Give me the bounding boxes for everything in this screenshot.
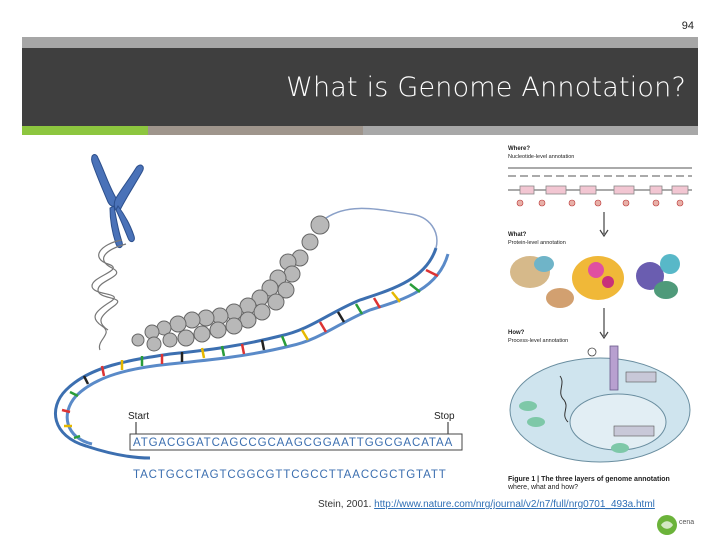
header-top-strip xyxy=(22,37,698,48)
cell-diagram xyxy=(509,345,691,463)
gene-markers xyxy=(516,199,684,207)
nucleosome-beads xyxy=(131,215,330,352)
panel3-sub: Process-level annotation xyxy=(508,338,568,344)
annotation-layers-figure: Where? Nucleotide-level annotation What?… xyxy=(508,146,692,463)
accent-bar-gray-right xyxy=(363,126,698,135)
accent-bar-gray xyxy=(148,126,363,135)
page-number: 94 xyxy=(681,20,694,32)
citation-text: Stein, 2001. xyxy=(318,499,375,510)
nucleotide-track xyxy=(508,167,692,191)
panel2-title: What? xyxy=(508,232,527,238)
panel1-title: Where? xyxy=(508,146,530,152)
coiled-fiber xyxy=(91,239,127,351)
chromosome-icon xyxy=(91,154,144,249)
arrow-down-icon-2 xyxy=(599,308,609,340)
stop-label: Stop xyxy=(434,411,455,422)
dna-thread xyxy=(325,207,438,249)
accent-bar-green xyxy=(22,126,148,135)
dna-chromosome-figure: Start Stop ATGACGGATCAGCCGCAAGCGGAATTGGC… xyxy=(53,154,463,481)
title-bar: What is Genome Annotation? xyxy=(22,48,698,126)
bottom-sequence: TACTGCCTAGTCGGCGTTCGCCTTAACCGCTGTATT xyxy=(133,469,447,481)
start-label: Start xyxy=(128,411,149,422)
top-sequence: ATGACGGATCAGCCGCAAGCGGAATTGGCGACATAA xyxy=(133,437,453,449)
caption-rest: where, what and how? xyxy=(508,484,579,491)
citation-link[interactable]: http://www.nature.com/nrg/journal/v2/n7/… xyxy=(374,499,655,510)
logo-text: cena xyxy=(679,519,694,526)
slide-title: What is Genome Annotation? xyxy=(286,72,686,103)
panel3-title: How? xyxy=(508,330,525,336)
cena-logo: cena xyxy=(657,515,694,535)
panel2-sub: Protein-level annotation xyxy=(508,240,566,246)
figure-caption: Figure 1 | The three layers of genome an… xyxy=(508,476,698,492)
caption-bold: Figure 1 | The three layers of genome an… xyxy=(508,476,670,483)
dna-base-pairs xyxy=(61,268,439,440)
panel1-sub: Nucleotide-level annotation xyxy=(508,154,574,160)
sequence-box xyxy=(129,433,463,451)
dna-double-helix xyxy=(53,247,450,460)
gene-boxes xyxy=(519,185,689,195)
arrow-down-icon xyxy=(599,212,609,238)
protein-structures xyxy=(510,254,680,308)
citation: Stein, 2001. http://www.nature.com/nrg/j… xyxy=(318,499,655,510)
